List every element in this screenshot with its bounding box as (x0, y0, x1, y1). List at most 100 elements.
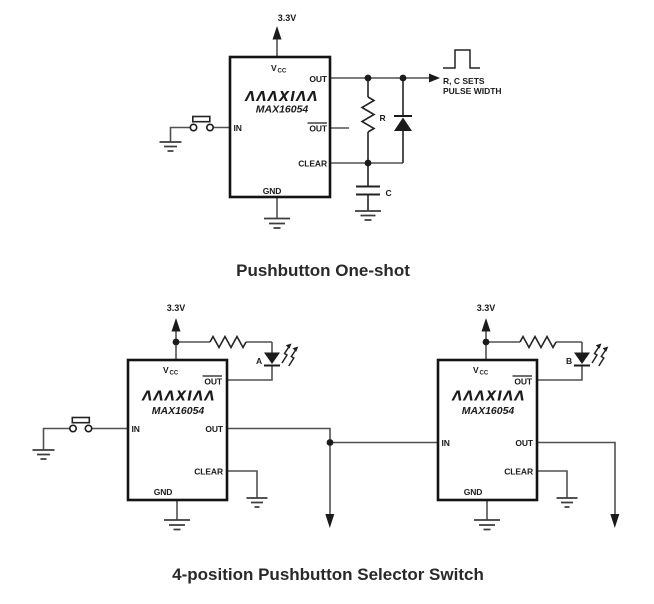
pulse-note-line2: PULSE WIDTH (443, 86, 502, 96)
ground-symbol (355, 210, 381, 221)
resistor-icon (209, 334, 247, 350)
part-number: MAX16054 (152, 405, 205, 417)
selector-switch-circuit: 3.3V A V (32, 303, 620, 531)
resistor-r (360, 78, 376, 163)
ic-body (228, 55, 332, 199)
junction-dot (399, 74, 407, 82)
capacitor-label: C (386, 188, 392, 198)
down-arrow-icon (610, 514, 620, 528)
ic-body (126, 358, 229, 502)
supply-voltage-label: 3.3V (167, 303, 186, 313)
wire (227, 470, 258, 498)
selector-stage-b: 3.3V B V CC OUT ΛΛΛΧΙΛΛ MAX16054 IN O (436, 303, 620, 531)
ground-symbol (32, 449, 55, 460)
diode-icon (394, 78, 412, 163)
supply-voltage-label: 3.3V (477, 303, 496, 313)
wire (246, 341, 273, 353)
stage-b-wires (485, 331, 616, 520)
supply-voltage-label: 3.3V (278, 13, 297, 23)
wire (537, 441, 616, 514)
pushbutton-contact (189, 123, 198, 132)
pushbutton-contact (84, 424, 93, 433)
pin-vcc-label: V (271, 63, 277, 73)
down-arrow-icon (325, 514, 335, 528)
stage-a-wires (42, 331, 438, 520)
pin-out-label: OUT (205, 424, 224, 434)
ground-symbol (159, 141, 182, 152)
led-emission-arrow (281, 345, 291, 364)
ic-body (436, 358, 539, 502)
oneshot-caption: Pushbutton One-shot (236, 261, 410, 280)
led-label: A (256, 356, 262, 366)
resistor-label: R (380, 113, 386, 123)
pin-clear-label: CLEAR (504, 467, 533, 477)
led-emission-arrowhead (595, 343, 602, 349)
pushbutton-cap (192, 115, 211, 123)
selector-caption: 4-position Pushbutton Selector Switch (172, 565, 484, 584)
wire (537, 470, 568, 498)
led-icon (574, 343, 609, 367)
wire (227, 427, 331, 443)
pin-in-label: IN (442, 438, 450, 448)
pin-clear-label: CLEAR (298, 159, 327, 169)
led-emission-arrow (288, 348, 297, 367)
wire (227, 366, 273, 381)
pin-out-label: OUT (515, 438, 534, 448)
led-emission-arrowhead (602, 346, 609, 352)
pulse-note-line1: R, C SETS (443, 76, 485, 86)
supply-arrow-icon (481, 318, 491, 332)
maxim-logo: ΛΛΛΧΙΛΛ (244, 90, 319, 105)
junction-dot (326, 439, 334, 446)
pin-gnd-label: GND (464, 487, 483, 497)
wire (537, 366, 583, 381)
pin-vcc-label: V (473, 365, 479, 375)
pin-vcc-label: V (163, 365, 169, 375)
led-emission-arrow (598, 348, 607, 367)
pin-gnd-label: GND (154, 487, 173, 497)
pin-in-label: IN (234, 123, 242, 133)
ground-symbol (264, 217, 290, 229)
pushbutton-switch (69, 416, 93, 433)
junction-dot (172, 338, 180, 346)
ground-symbol (474, 519, 500, 531)
pin-outbar-label: OUT (309, 124, 328, 134)
led-label: B (566, 356, 572, 366)
maxim-logo: ΛΛΛΧΙΛΛ (141, 390, 216, 405)
part-number: MAX16054 (256, 104, 309, 116)
supply-arrow-icon (272, 26, 282, 40)
pin-vcc-subscript: CC (480, 371, 489, 377)
maxim-logo: ΛΛΛΧΙΛΛ (451, 390, 526, 405)
supply-arrow-icon (171, 318, 181, 332)
ground-symbol (164, 519, 190, 531)
ground-symbol (556, 497, 578, 508)
pushbutton-contact (206, 123, 215, 132)
junction-dot (364, 159, 372, 167)
pin-out-label: OUT (309, 74, 328, 84)
selector-stage-a: 3.3V A V (32, 303, 438, 531)
pushbutton-switch (189, 115, 215, 132)
pin-vcc-subscript: CC (170, 371, 179, 377)
pushbutton-oneshot-circuit: 3.3V V CC ΛΛΛΧΙΛΛ MAX16054 OUT OUT CLEAR… (159, 13, 502, 229)
pin-gnd-label: GND (263, 186, 282, 196)
pin-outbar-label: OUT (514, 377, 533, 387)
pushbutton-contact (69, 424, 78, 433)
pulse-waveform-icon (443, 49, 480, 69)
wire (169, 126, 191, 142)
pin-outbar-label: OUT (204, 377, 223, 387)
oneshot-wires (169, 39, 429, 218)
pin-clear-label: CLEAR (194, 467, 223, 477)
led-emission-arrowhead (285, 343, 292, 349)
junction-dot (482, 338, 490, 346)
wire (42, 427, 70, 450)
ground-symbol (246, 497, 268, 508)
output-arrow-icon (429, 73, 440, 83)
pin-in-label: IN (132, 424, 140, 434)
part-number: MAX16054 (462, 405, 515, 417)
wire (556, 341, 583, 353)
led-emission-arrow (591, 345, 601, 364)
led-icon (264, 343, 299, 367)
led-emission-arrowhead (292, 346, 299, 352)
capacitor-c (356, 163, 380, 211)
